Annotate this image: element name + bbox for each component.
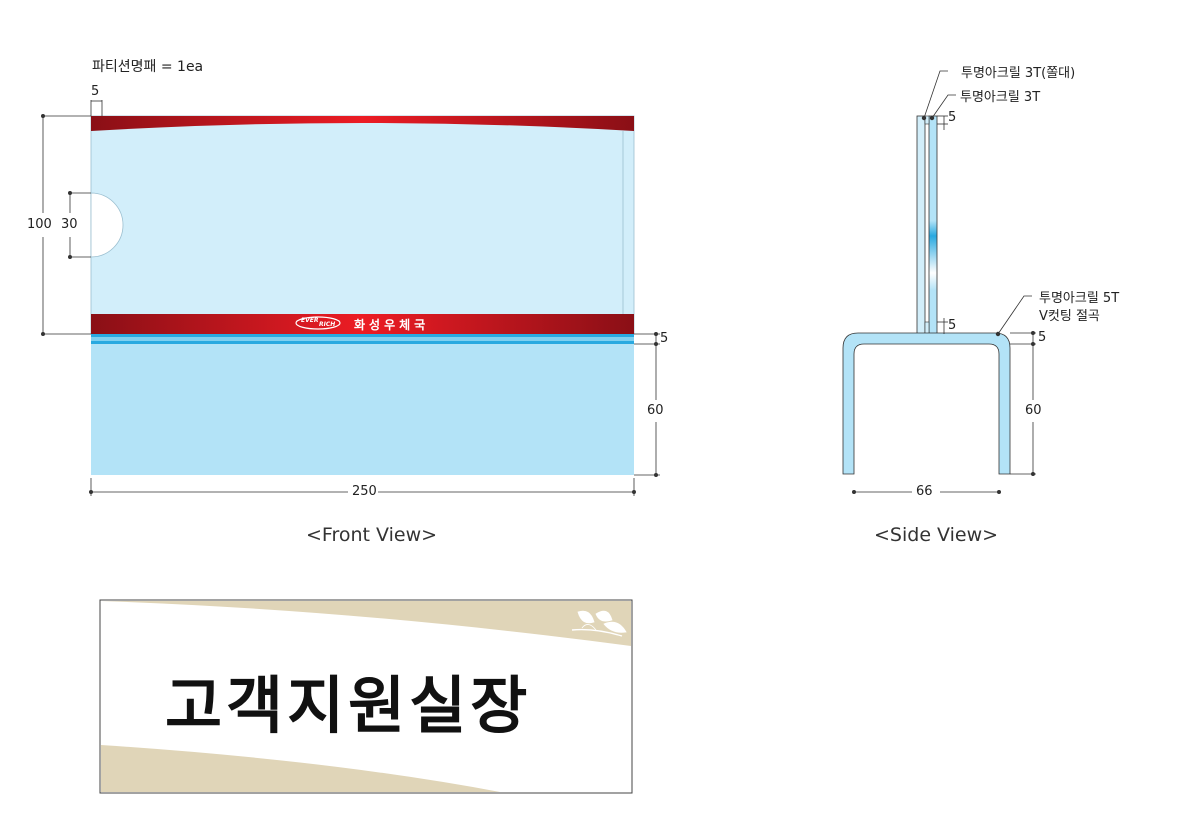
front-view-caption: <Front View> [306,524,438,546]
front-dim-width: 250 [352,484,377,499]
drawing-title: 파티션명패 = 1ea [92,59,204,75]
everrich-logo-icon [295,316,341,330]
side-view-caption: <Side View> [874,524,999,546]
front-dim-base-height: 60 [647,403,664,418]
top-red-band [91,116,634,131]
front-dim-top-margin: 5 [91,84,100,99]
side-dim-top: 5 [948,110,957,125]
logo-brand-top: EVER [301,317,319,324]
front-cutout [90,192,124,258]
callout-v-cut: V컷팅 절곡 [1039,309,1100,324]
front-panel [90,115,635,335]
front-dim-cutout: 30 [61,217,78,232]
bottom-red-band [91,314,634,334]
side-dim-mid: 5 [948,318,957,333]
front-dim-height: 100 [27,217,52,232]
callout-acrylic-3t: 투명아크릴 3T [960,90,1041,105]
front-dim-base-gap: 5 [660,331,669,346]
sign-title: 고객지원실장 [165,669,532,742]
callout-acrylic-5t: 투명아크릴 5T [1039,291,1120,306]
callout-acrylic-3t-strip: 투명아크릴 3T(쫄대) [961,66,1076,81]
side-dim-base-gap: 5 [1038,330,1047,345]
sign-bottom-swoosh [101,745,500,792]
side-dim-depth: 66 [916,484,933,499]
front-base [91,344,634,475]
sign-top-swoosh [101,601,631,646]
side-dim-base-height: 60 [1025,403,1042,418]
org-name: 화성우체국 [354,318,430,332]
logo-brand-bottom: RICH [319,321,336,328]
side-base [842,332,1011,475]
leaf-ornament-icon [571,610,627,637]
